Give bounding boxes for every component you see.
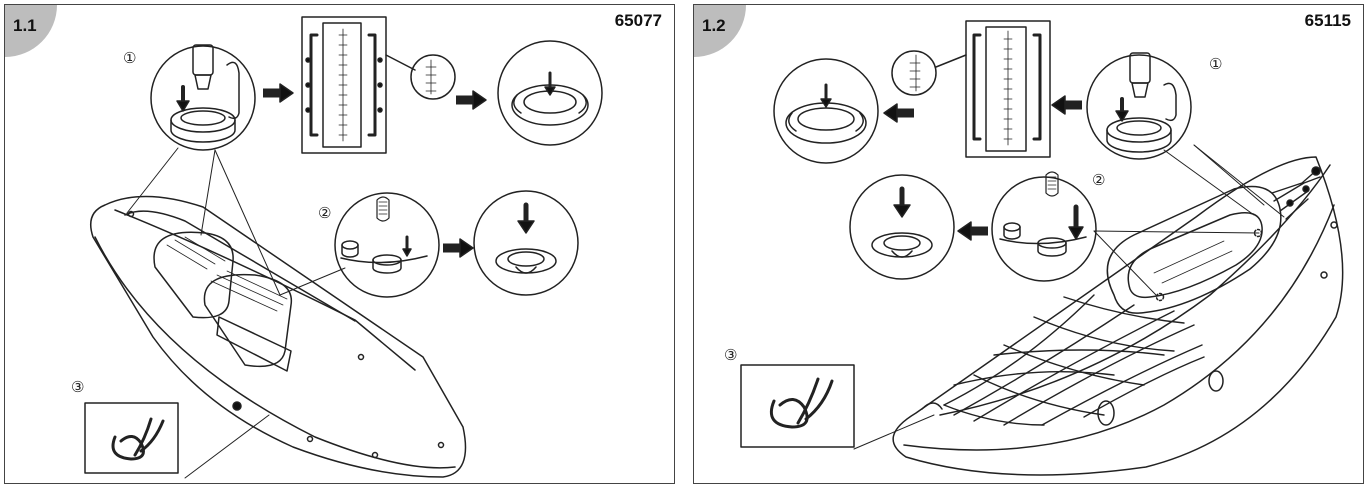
step-1-label: ① <box>1209 55 1222 73</box>
kayak-two-seat <box>90 147 467 479</box>
step-3-label: ③ <box>724 346 737 364</box>
valve-detail-circle <box>150 44 256 151</box>
gauge-magnifier-circle <box>410 54 456 100</box>
seat-valve-circle <box>334 192 440 298</box>
panel-1-1: 1.1 65077 ① ② ③ <box>4 4 675 484</box>
rope-detail-box <box>84 402 179 474</box>
step-3-label: ③ <box>71 378 84 396</box>
model-number: 65115 <box>1304 11 1351 30</box>
kayak-inflation-diagram: ① ② ③ <box>724 20 1344 476</box>
panel-corner-tab: 1.2 <box>694 5 754 65</box>
kayak-single-seat <box>853 144 1344 476</box>
panel-number: 1.2 <box>702 16 726 35</box>
step-1-label: ① <box>123 49 136 67</box>
pressure-gauge <box>301 16 387 154</box>
kayak-inflation-diagram: ① ② ③ <box>71 16 603 479</box>
panel-number: 1.1 <box>13 16 37 35</box>
pressure-gauge <box>965 20 1051 158</box>
rope-detail-box <box>740 364 855 448</box>
closed-valve-circle <box>773 58 879 164</box>
step-2-label: ② <box>318 204 331 222</box>
model-number: 65077 <box>614 11 662 30</box>
closed-seat-valve-circle <box>473 190 579 296</box>
closed-seat-valve-circle <box>849 174 955 280</box>
gauge-magnifier-circle <box>891 50 937 96</box>
seat-valve-circle <box>991 171 1097 282</box>
step-2-label: ② <box>1092 171 1105 189</box>
panel-1-2: 1.2 65115 ① ② ③ <box>693 4 1364 484</box>
closed-valve-circle <box>497 40 603 146</box>
panel-corner-tab: 1.1 <box>5 5 65 65</box>
valve-detail-circle <box>1086 52 1192 160</box>
